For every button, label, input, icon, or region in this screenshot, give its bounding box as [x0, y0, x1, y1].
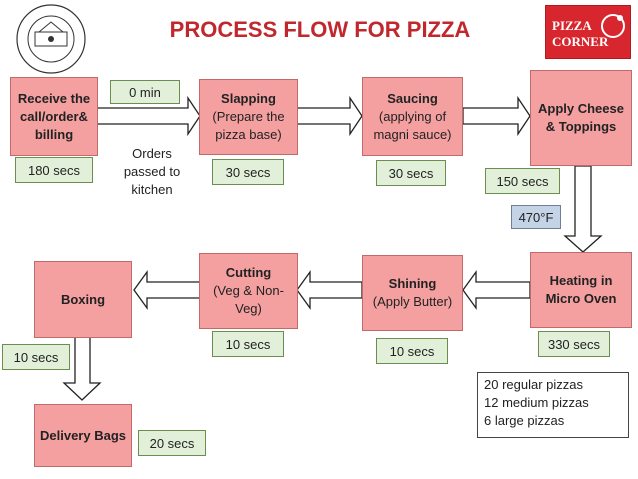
- arrow-saucing-to-toppings: [462, 95, 531, 137]
- step-saucing-label: Saucing: [387, 90, 438, 106]
- step-delivery-bags: Delivery Bags: [34, 404, 132, 467]
- cutting-time-tag: 10 secs: [212, 331, 284, 357]
- pizza-icon: [601, 14, 625, 38]
- logo-line-2: CORNER: [552, 34, 609, 49]
- transfer-time-tag: 0 min: [110, 80, 180, 104]
- arrow-shining-to-cutting: [296, 269, 363, 311]
- step-heating-label: Heating in Micro Oven: [545, 273, 617, 306]
- step-slapping-detail: (Prepare the pizza base): [212, 109, 285, 142]
- toppings-time-tag: 150 secs: [485, 168, 560, 194]
- arrow-heating-to-shining: [462, 269, 531, 311]
- orders-passed-note: Orders passed to kitchen: [123, 146, 181, 197]
- step-receive-order: Receive the call/order& billing: [10, 77, 98, 156]
- step-shining-detail: (Apply Butter): [372, 294, 453, 309]
- step-boxing: Boxing: [34, 261, 132, 338]
- arrow-cutting-to-boxing: [133, 269, 201, 311]
- slapping-time-tag: 30 secs: [212, 159, 284, 185]
- capacity-medium: 12 medium pizzas: [484, 395, 589, 410]
- step-saucing: Saucing (applying of magni sauce): [362, 77, 463, 156]
- pizza-corner-logo: PIZZA CORNER: [545, 5, 631, 59]
- capacity-regular: 20 regular pizzas: [484, 377, 583, 392]
- step-boxing-label: Boxing: [60, 291, 106, 307]
- boxing-time-tag: 10 secs: [2, 344, 70, 370]
- oven-temperature-tag: 470°F: [511, 205, 561, 229]
- logo-line-1: PIZZA: [552, 18, 592, 33]
- page-title: PROCESS FLOW FOR PIZZA: [169, 17, 471, 42]
- step-saucing-detail: (applying of magni sauce): [373, 108, 452, 142]
- step-shining-label: Shining: [388, 276, 437, 291]
- step-heating: Heating in Micro Oven: [530, 252, 632, 328]
- step-delivery-bags-label: Delivery Bags: [40, 427, 126, 443]
- delivery-time-tag: 20 secs: [138, 430, 206, 456]
- step-slapping: Slapping (Prepare the pizza base): [199, 79, 298, 155]
- receive-time-tag: 180 secs: [15, 157, 93, 183]
- step-shining: Shining (Apply Butter): [362, 255, 463, 331]
- step-apply-toppings: Apply Cheese & Toppings: [530, 70, 632, 166]
- step-cutting: Cutting (Veg & Non-Veg): [199, 253, 298, 329]
- saucing-time-tag: 30 secs: [376, 160, 446, 186]
- step-cutting-label: Cutting: [225, 265, 272, 280]
- step-receive-order-label: Receive the call/order& billing: [17, 90, 91, 142]
- step-cutting-detail: (Veg & Non-Veg): [213, 283, 284, 316]
- step-slapping-label: Slapping: [221, 91, 276, 106]
- heating-time-tag: 330 secs: [538, 331, 610, 357]
- step-apply-toppings-label: Apply Cheese & Toppings: [538, 101, 624, 134]
- arrow-slapping-to-saucing: [296, 95, 363, 137]
- arrow-boxing-to-delivery: [62, 336, 102, 401]
- arrow-receive-to-slapping: [96, 95, 201, 137]
- oven-capacity-note: 20 regular pizzas 12 medium pizzas 6 lar…: [477, 372, 629, 438]
- shining-time-tag: 10 secs: [376, 338, 448, 364]
- arrow-toppings-to-heating: [563, 165, 603, 253]
- iim-kozhikode-logo: [5, 2, 97, 76]
- capacity-large: 6 large pizzas: [484, 413, 565, 428]
